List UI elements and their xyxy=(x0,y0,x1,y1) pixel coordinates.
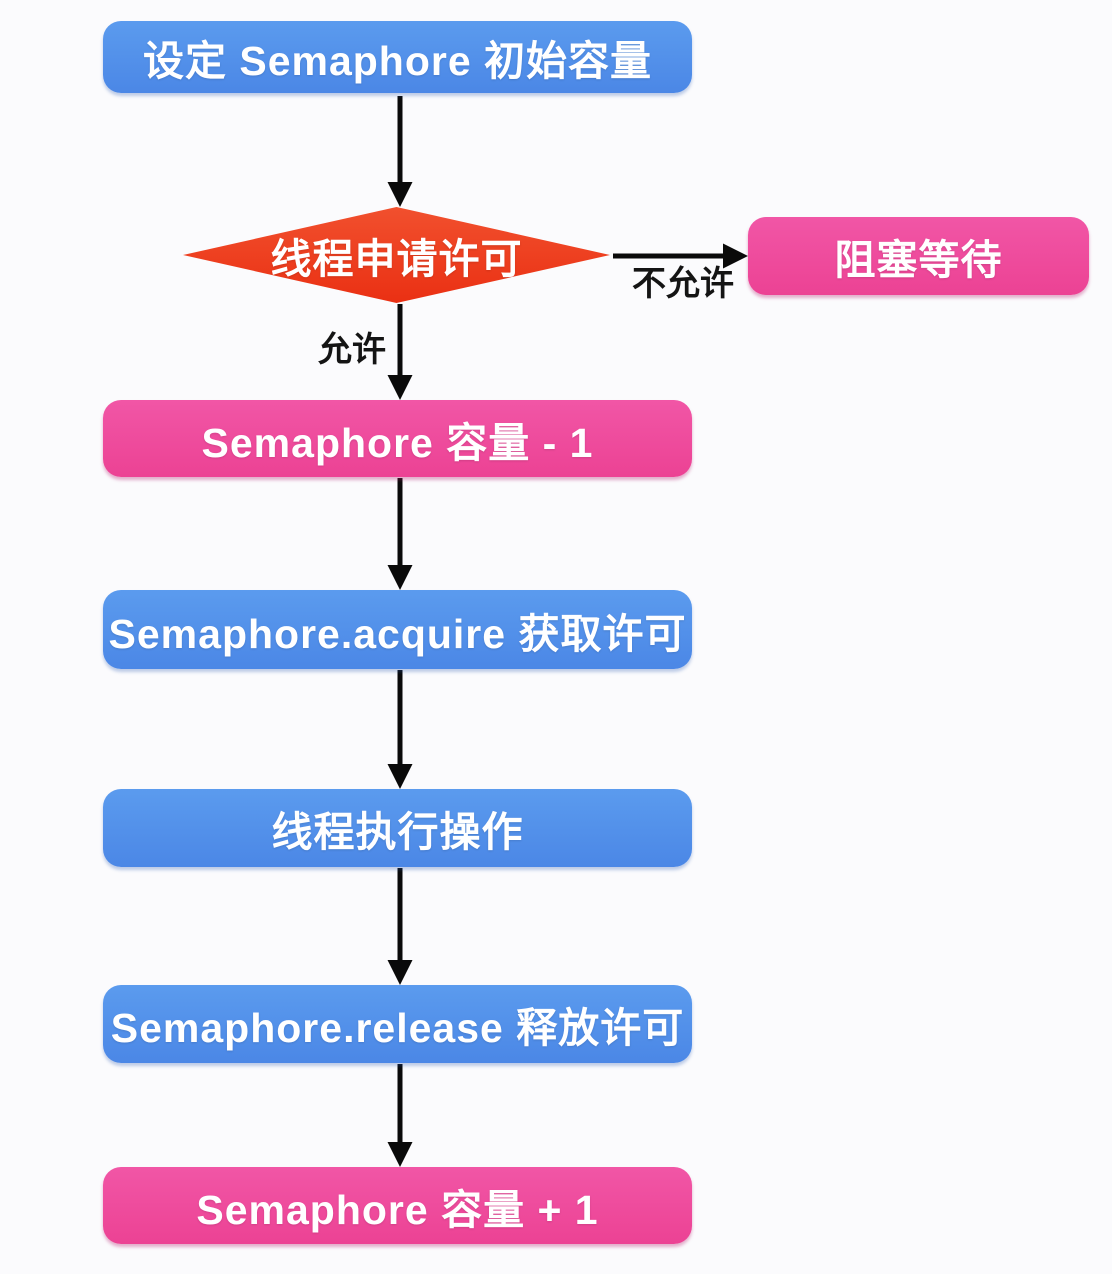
edge-label-allow: 允许 xyxy=(318,331,386,369)
decision-thread-request-permit: 线程申请许可 xyxy=(183,207,610,303)
edge-label-deny: 不允许 xyxy=(632,265,734,303)
node-block-wait: 阻塞等待 xyxy=(748,217,1089,295)
node-semaphore-release: Semaphore.release 释放许可 xyxy=(103,985,692,1063)
node-semaphore-acquire: Semaphore.acquire 获取许可 xyxy=(103,590,692,669)
node-thread-execute: 线程执行操作 xyxy=(103,789,692,867)
node-capacity-plus-one: Semaphore 容量 + 1 xyxy=(103,1167,692,1244)
node-capacity-minus-one: Semaphore 容量 - 1 xyxy=(103,400,692,477)
node-set-initial-capacity: 设定 Semaphore 初始容量 xyxy=(103,21,692,93)
